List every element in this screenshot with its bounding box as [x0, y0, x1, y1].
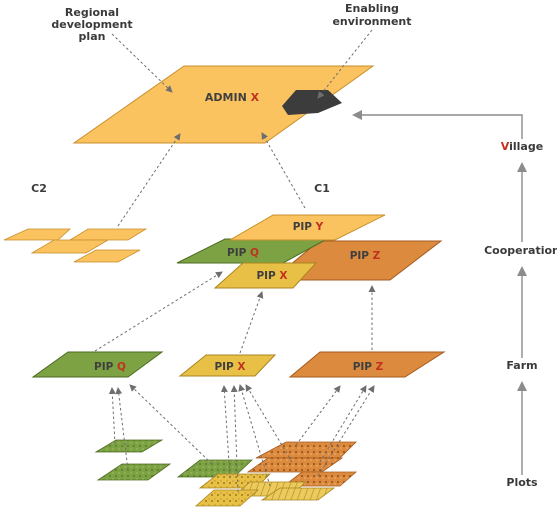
- c1-label: C1: [314, 182, 330, 195]
- pip-x-c1-label: PIP X: [256, 270, 287, 282]
- scale-cooperation-label: Cooperation: [484, 244, 557, 257]
- farm-pip-x-label: PIP X: [214, 361, 245, 373]
- farm-pip-z-layer: [288, 351, 446, 378]
- scale-farm-label: Farm: [506, 359, 537, 372]
- farm-q-to-c1-arrow: [94, 271, 223, 352]
- farm-pip-x-layer: [178, 354, 277, 377]
- admin-layer: [72, 65, 375, 144]
- farm-x-to-c1-arrow: [239, 291, 264, 354]
- admin-label: ADMIN X: [205, 91, 260, 104]
- regional-plan-pointer: [111, 33, 173, 93]
- plot-to-farm-arrows: [108, 384, 375, 493]
- scale-village-label: Village: [501, 140, 543, 153]
- pip-x-c1-layer: [213, 262, 318, 289]
- farm-pip-q-layer: [31, 351, 164, 378]
- enabling-pointer: [317, 29, 373, 99]
- c2-label: C2: [31, 182, 47, 195]
- regional-plan-label-line2: development: [51, 18, 132, 31]
- plot-parcels: [94, 439, 358, 507]
- regional-plan-label-line1: Regional: [65, 6, 119, 19]
- scale-plots-label: Plots: [506, 476, 538, 489]
- farm-pip-q-label: PIP Q: [94, 361, 126, 373]
- c2-to-admin-arrow: [117, 133, 181, 227]
- regional-plan-label-line3: plan: [79, 30, 106, 43]
- c1-to-admin-arrow: [261, 132, 306, 209]
- pip-q-c1-label: PIP Q: [227, 247, 259, 259]
- enabling-environment-region: [282, 90, 342, 115]
- pip-y-c1-layer: [228, 214, 386, 241]
- pip-y-label: PIP Y: [293, 221, 324, 233]
- pip-z-c1-label: PIP Z: [350, 250, 381, 262]
- enabling-label-line2: environment: [332, 15, 411, 28]
- c2-plots: [3, 228, 148, 263]
- village-to-admin-scale-arrow: [352, 110, 523, 139]
- farm-pip-z-label: PIP Z: [353, 361, 384, 373]
- enabling-label-line1: Enabling: [345, 2, 399, 15]
